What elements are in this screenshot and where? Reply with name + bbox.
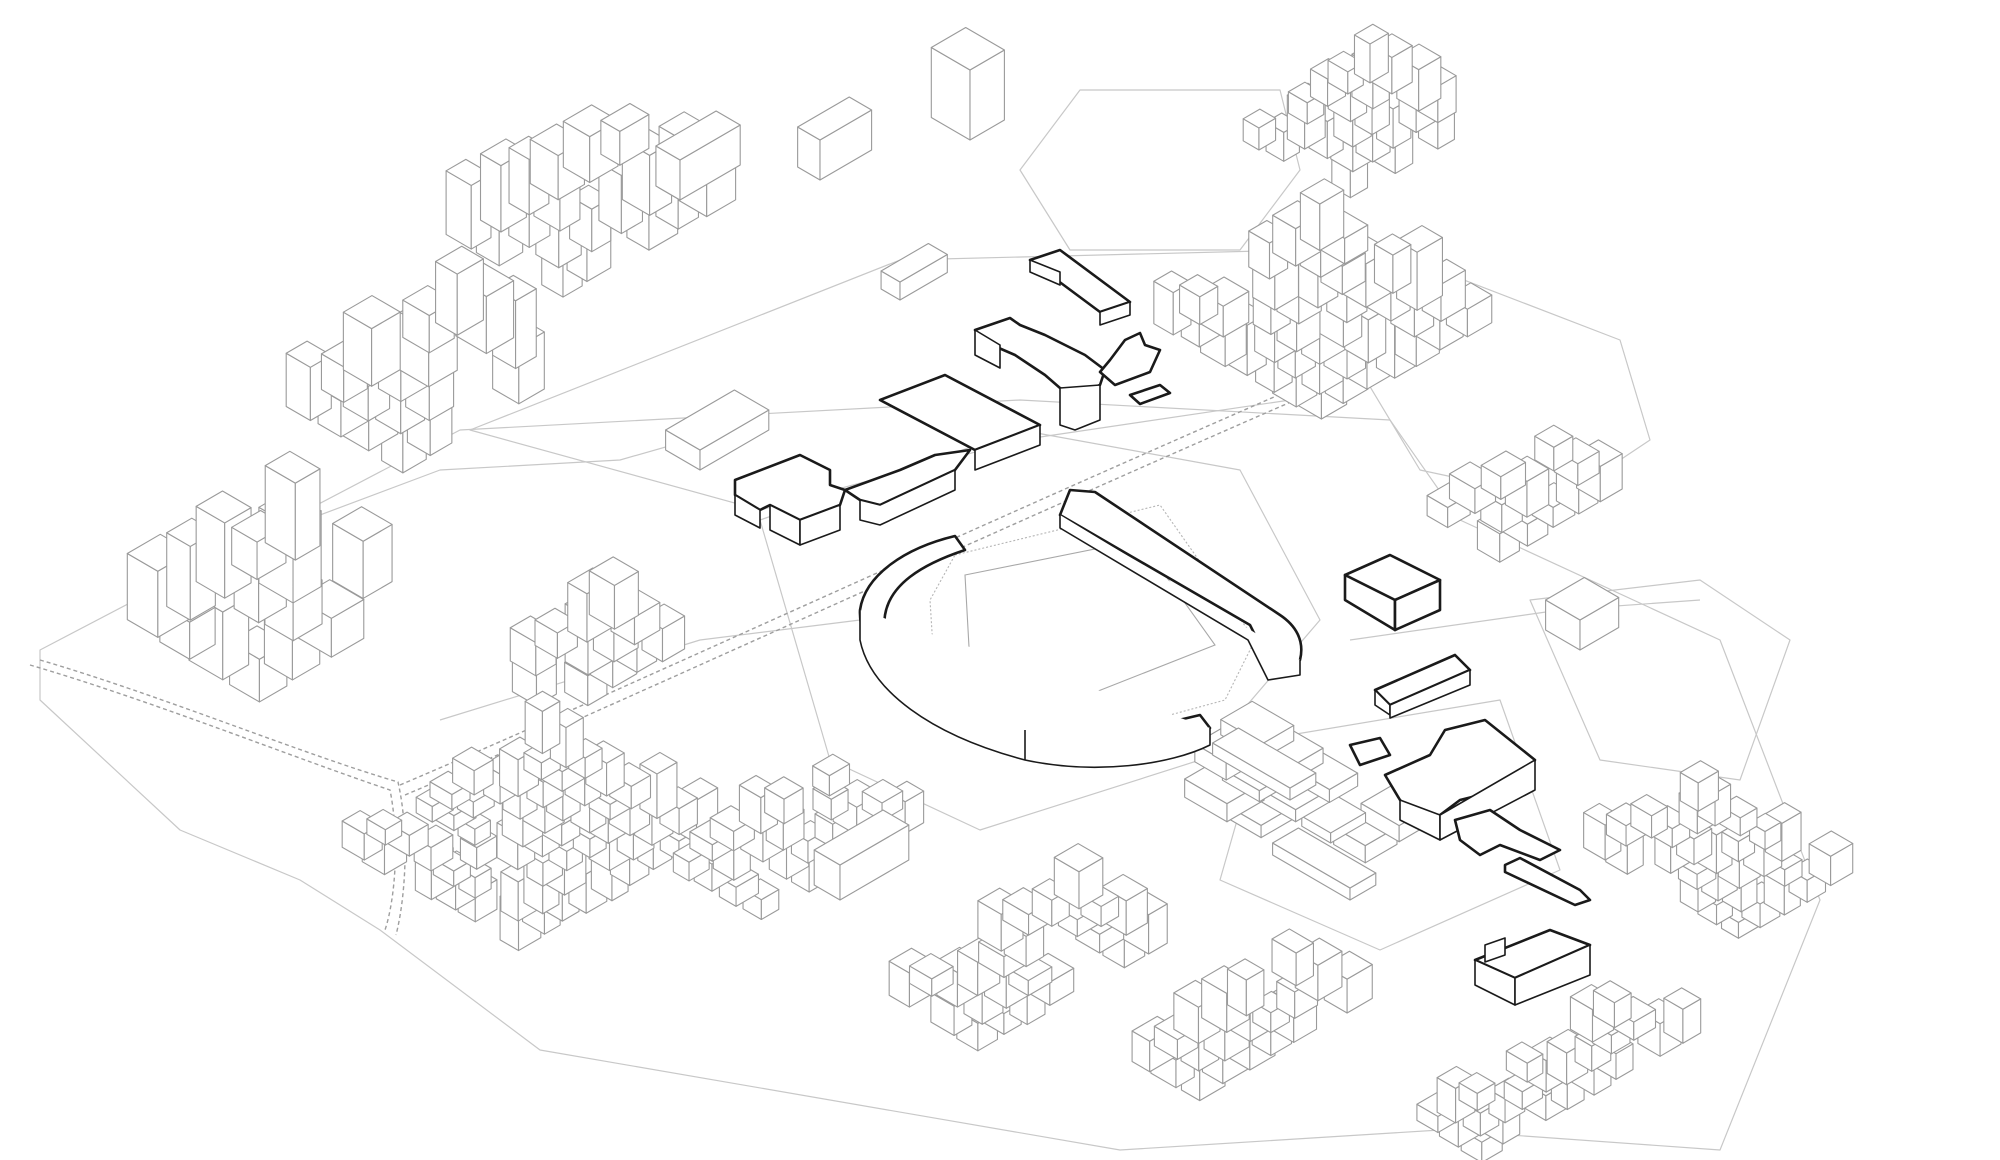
- context-building: [813, 809, 910, 901]
- context-building: [1178, 274, 1219, 326]
- east-long-bar: [1503, 856, 1592, 907]
- context-building: [1212, 727, 1317, 801]
- context-building: [1808, 830, 1854, 887]
- context-building: [665, 389, 770, 471]
- context-building: [1299, 178, 1345, 252]
- context-building: [764, 776, 804, 825]
- context-building: [341, 810, 383, 861]
- context-building: [1353, 23, 1389, 84]
- east-small-prism: [1348, 736, 1392, 767]
- context-building: [524, 690, 561, 755]
- context-building: [1545, 576, 1620, 651]
- context-building: [1301, 795, 1367, 844]
- context-building: [366, 808, 403, 846]
- north-cluster: [733, 248, 1172, 546]
- context-building: [1480, 450, 1527, 500]
- east-cluster: [1343, 553, 1592, 1006]
- context-building: [332, 506, 393, 599]
- context-building: [1226, 958, 1265, 1017]
- context-building: [1630, 794, 1668, 839]
- context-building: [1373, 233, 1412, 294]
- context-building: [1053, 842, 1104, 910]
- context-building: [1534, 424, 1574, 472]
- context-building: [1679, 760, 1719, 812]
- north-building-e: [1028, 248, 1132, 314]
- context-building: [1242, 108, 1277, 151]
- context-building: [342, 294, 401, 387]
- context-building: [1458, 1072, 1496, 1112]
- context-building: [529, 123, 585, 201]
- north-building-g: [1128, 383, 1172, 406]
- context-building: [655, 110, 741, 201]
- east-stepped-block: [1453, 808, 1562, 862]
- stadium: [858, 488, 1303, 768]
- railway: [29, 389, 1301, 936]
- context-building: [1663, 987, 1702, 1044]
- context-building: [499, 736, 540, 798]
- context-building: [452, 746, 494, 796]
- context-building: [1271, 928, 1314, 987]
- context-building: [880, 242, 948, 301]
- context-building: [908, 952, 954, 997]
- context-building: [1592, 980, 1632, 1029]
- context-buildings: [126, 23, 1854, 1160]
- context-building: [797, 96, 873, 181]
- context-building: [1272, 827, 1377, 901]
- context-building: [435, 245, 484, 336]
- context-building: [930, 26, 1005, 141]
- context-building: [1505, 1041, 1544, 1083]
- context-building: [264, 450, 321, 561]
- context-building: [600, 102, 650, 166]
- north-building-f: [1098, 331, 1162, 387]
- context-building: [588, 556, 639, 630]
- context-building: [812, 753, 851, 797]
